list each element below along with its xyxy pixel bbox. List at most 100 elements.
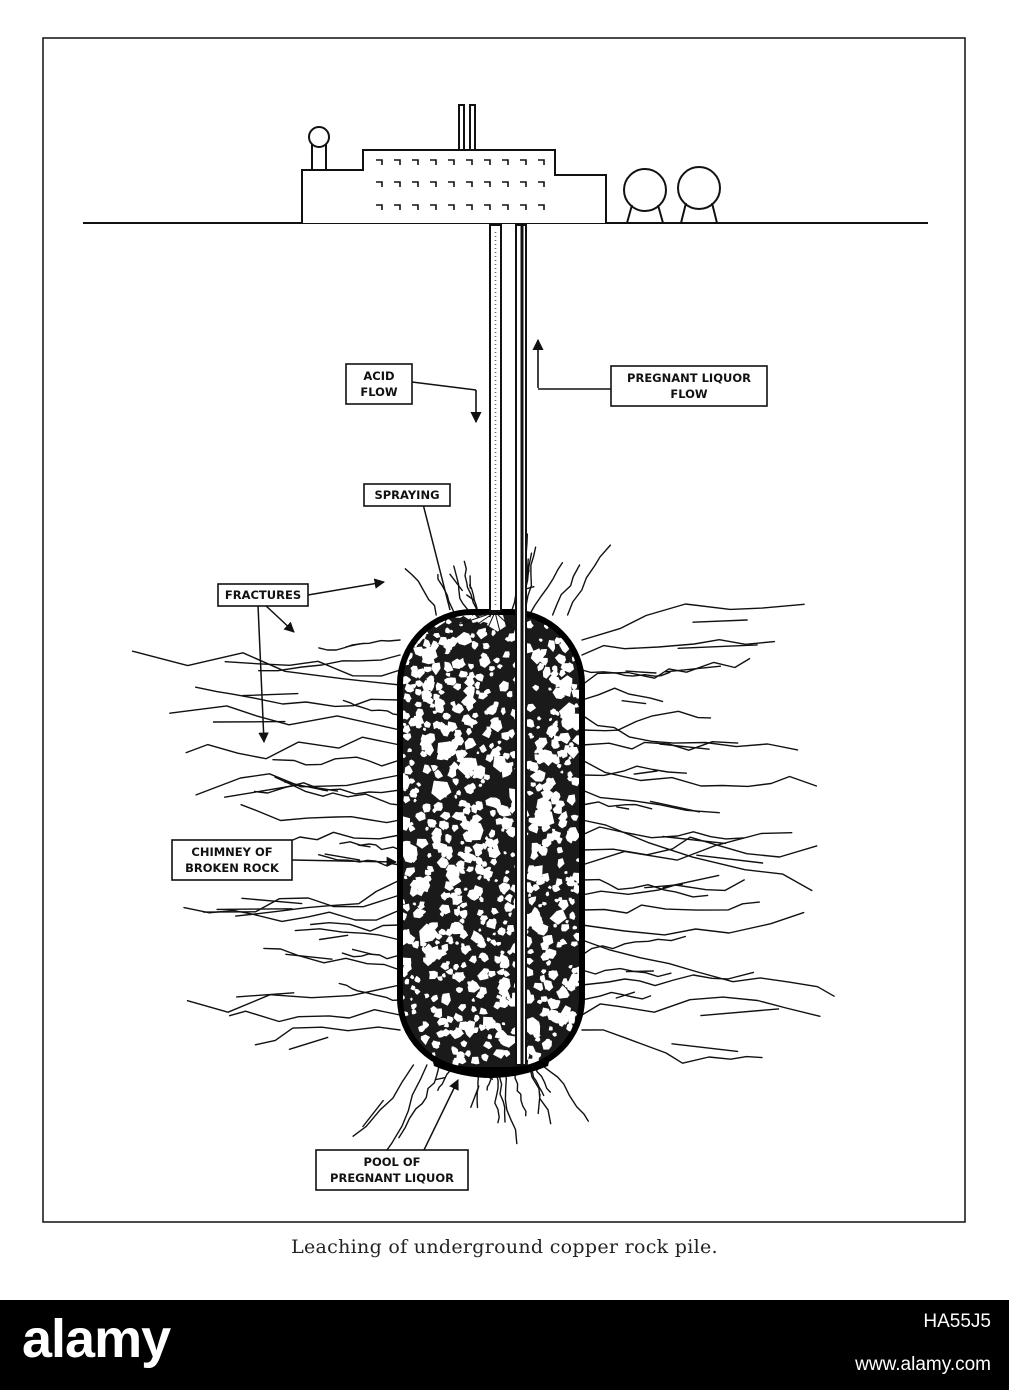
rock-fragment [500, 816, 514, 830]
rock-fragment [415, 723, 422, 729]
rock-fragment [495, 745, 502, 753]
rock-fragment [446, 727, 452, 733]
rock-fragment [427, 853, 432, 859]
fracture-line [581, 1029, 763, 1064]
rock-fragment [492, 657, 500, 664]
rock-fragment [550, 668, 559, 678]
rock-fragment [445, 643, 453, 651]
rock-fragment [423, 666, 432, 673]
rock-fragment [401, 1060, 414, 1070]
rock-fragment [538, 638, 543, 642]
rock-fragment [498, 988, 510, 998]
fracture-line [551, 564, 581, 616]
rock-fragment [545, 777, 556, 790]
rock-fragment [470, 979, 479, 989]
rock-fragment [403, 796, 411, 804]
rock-fragment [535, 783, 543, 792]
rock-fragment [539, 657, 548, 666]
rock-fragment [538, 844, 548, 856]
rock-fragment [529, 1024, 536, 1033]
plant-windows [376, 159, 545, 210]
rock-fragment [533, 808, 551, 827]
rock-fragment [571, 967, 578, 975]
rock-fragment [457, 1004, 467, 1012]
fracture-branch [621, 700, 647, 705]
fracture-line [581, 714, 799, 751]
rock-fragment [480, 744, 487, 753]
rock-fragment [441, 992, 451, 1006]
rock-fragment [560, 622, 567, 628]
rock-fragment [548, 1026, 553, 1031]
label-acid-flow-line1: ACID [363, 369, 394, 383]
fracture-line [318, 639, 401, 651]
rock-fragment [502, 752, 510, 760]
rock-fragment [547, 640, 556, 653]
rock-fragment [441, 943, 449, 952]
rock-fragment [441, 740, 454, 753]
rock-fragment [472, 774, 478, 779]
rock-fragment [435, 1041, 441, 1046]
rock-fragment [402, 957, 412, 967]
rock-fragment [452, 683, 461, 691]
rock-fragment [463, 692, 477, 708]
rock-fragment [404, 867, 416, 877]
fracture-line [581, 741, 739, 751]
rock-fragment [407, 849, 418, 861]
rock-fragment [446, 961, 450, 966]
rock-fragment [534, 750, 538, 754]
fracture-branch [324, 853, 361, 861]
rock-fragment [410, 985, 416, 991]
rock-fragment [554, 710, 560, 716]
fracture-line [528, 562, 564, 616]
fracture-branch [351, 948, 372, 955]
rock-fragment [546, 725, 558, 737]
rock-fragment [457, 758, 478, 776]
rock-fragment [460, 944, 469, 955]
fracture-line [342, 699, 401, 716]
rock-fragment [442, 712, 451, 720]
rock-fragment [534, 754, 541, 763]
rock-fragment [431, 832, 441, 845]
broken-rock-fragments [400, 612, 582, 1070]
rock-fragment [502, 1036, 509, 1043]
fracture-branch [633, 770, 658, 775]
rock-fragment [433, 632, 441, 639]
building-window [412, 181, 419, 187]
label-acid-flow: ACID FLOW [345, 363, 413, 405]
rock-fragment [539, 974, 546, 983]
rock-fragment [408, 824, 416, 833]
rock-fragment [502, 1050, 510, 1056]
rock-fragment [402, 903, 410, 912]
storage-tank-1 [623, 168, 667, 224]
fracture-branch [662, 874, 720, 889]
rock-fragment [537, 716, 542, 721]
rock-fragment [479, 656, 491, 668]
fracture-branch [692, 619, 748, 623]
rock-fragment [446, 618, 452, 625]
building-window [520, 181, 527, 187]
rock-fragment [567, 1011, 577, 1019]
rock-fragment [439, 811, 451, 821]
label-fractures-text: FRACTURES [225, 588, 301, 602]
rock-fragment [551, 828, 556, 832]
rock-fragment [510, 852, 516, 858]
rock-fragment [503, 875, 510, 883]
rock-fragment [459, 909, 468, 919]
fracture-branch [665, 665, 722, 673]
rock-fragment [424, 697, 434, 705]
rock-fragment [496, 941, 502, 946]
rock-fragment [540, 969, 547, 975]
rock-fragment [498, 882, 511, 895]
rock-fragment [483, 774, 490, 781]
rock-fragment [402, 725, 411, 734]
rock-fragment [489, 809, 496, 818]
rock-fragment [560, 1062, 567, 1070]
rock-fragment [495, 956, 499, 961]
rock-fragment [410, 997, 413, 1001]
rock-fragment [441, 972, 446, 978]
rock-fragment [560, 770, 564, 774]
rock-fragment [455, 941, 459, 945]
label-pool-line1: POOL OF [364, 1155, 421, 1169]
rock-fragment [570, 889, 574, 892]
rock-fragment [424, 993, 430, 999]
